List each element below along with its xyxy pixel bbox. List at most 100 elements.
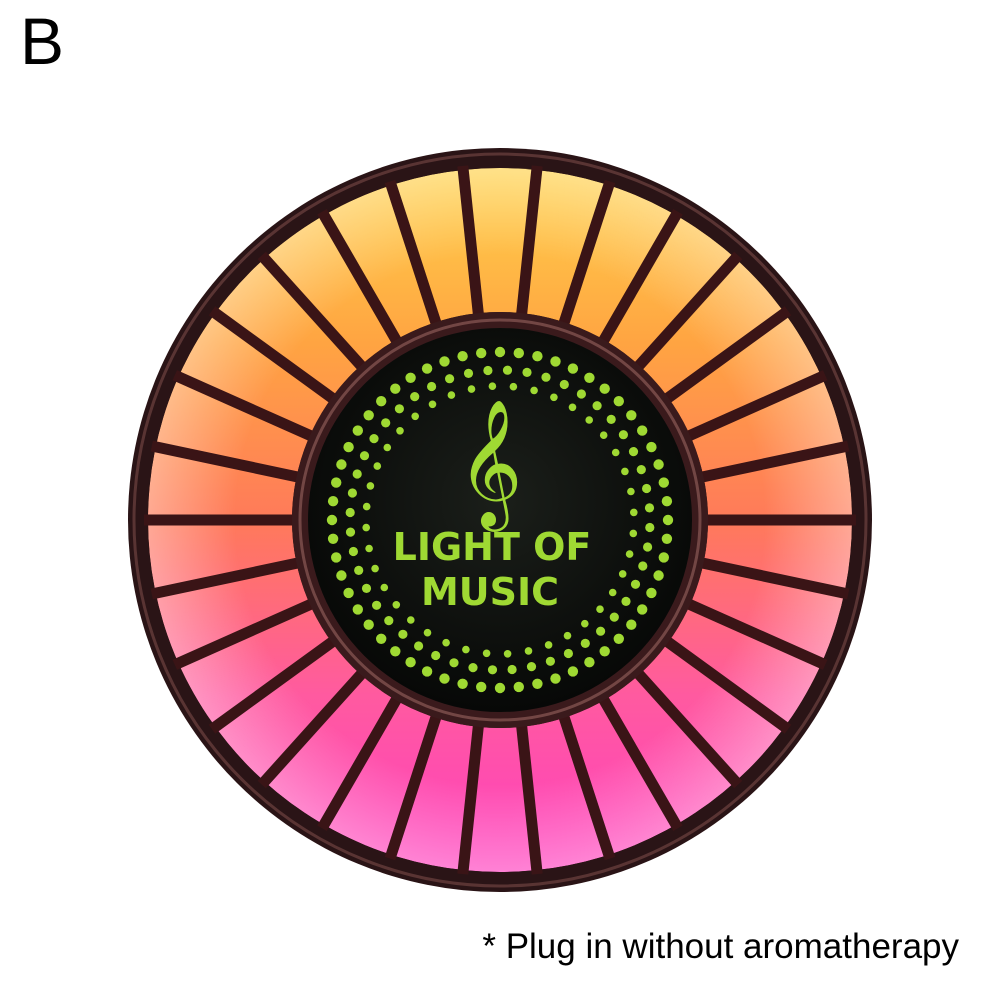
segment-divider [150,440,301,483]
screen-dot [390,646,401,657]
screen-dot [414,641,424,651]
screen-dot [482,649,491,658]
segment-dividers [144,165,856,875]
screen-dot [653,570,664,581]
screen-dot [661,533,673,544]
screen-dot [431,650,441,661]
screen-dot [354,565,364,576]
screen-dot [592,401,602,411]
screen-dot [626,619,637,630]
screen-dot [327,496,339,507]
screen-dot [637,425,648,436]
segment-divider [597,694,683,832]
screen-dot [476,347,487,359]
screen-dot [609,612,619,622]
screen-dot [411,412,420,421]
screen-dot [331,477,342,488]
segment-divider [699,440,850,483]
display-screen [308,328,692,712]
screen-dot [371,564,379,573]
screen-dot [541,372,551,382]
segment-divider [685,598,828,670]
screen-dot [376,396,387,407]
segment-divider [633,251,743,372]
screen-dot [599,431,608,440]
segment-divider [457,723,485,875]
screen-dot [457,678,468,689]
screen-dot [467,385,476,393]
screen-dot [445,374,455,384]
screen-dot [343,441,354,453]
segment-divider [172,370,315,442]
segment-divider [208,636,338,734]
screen-dot [643,542,653,552]
screen-dot [644,503,655,513]
screen-dot [621,596,631,607]
screen-dot [331,552,342,563]
segment-divider [515,165,543,317]
segment-divider [685,370,828,442]
screen-dot [630,579,641,589]
screen-dot [352,469,362,479]
screen-dot [530,386,538,395]
segment-divider [257,251,367,372]
screen-dot [447,391,456,399]
screen-dot [559,379,569,390]
screen-dot [637,604,648,615]
screen-dot [626,410,637,421]
screen-dot [621,467,629,476]
screen-dot [352,604,363,615]
segment-divider [317,208,403,346]
segment-divider [558,713,616,861]
screen-dot [483,365,493,376]
screen-dot [363,410,374,421]
segment-divider [515,723,543,875]
segment-divider [662,306,792,404]
segment-divider [558,179,616,327]
screen-text-line2: MUSIC [421,570,559,614]
segment-divider [699,557,850,600]
screen-dot [380,583,389,592]
screen-dot [662,514,674,526]
screen-dot [563,648,574,659]
screen-dot [545,656,556,666]
screen-dot [606,414,616,424]
screen-dot [584,372,595,383]
segment-divider [208,306,338,404]
screen-dot [372,600,382,610]
screen-dot [362,502,371,511]
screen-dot [343,587,354,599]
screen-dot [638,561,648,571]
treble-clef-icon: 𝄞 [457,398,522,532]
screen-dot [345,507,355,518]
screen-dot [567,666,579,677]
screen-dot [599,646,610,657]
screen-dot [345,527,356,537]
caption: * Plug in without aromatherapy [482,927,959,966]
screen-dot [550,673,561,684]
segment-divider [633,668,743,789]
screen-dot [653,459,664,470]
screen-dot [503,650,512,658]
screen-dot [405,657,416,668]
screen-dot [457,351,468,362]
screen-dot [563,631,572,640]
screen-dot [336,570,347,581]
screen-dot [369,434,379,444]
screen-text-line1: LIGHT OF [393,525,592,569]
screen-dot [376,633,387,644]
screen-dot [618,570,627,578]
screen-dot [348,546,358,557]
screen-dot [392,601,401,609]
screen-dot [427,381,437,392]
segment-divider [384,179,442,327]
screen-dot [398,629,408,639]
screen-dot [611,448,620,457]
screen-dot [513,347,524,359]
screen-dot [421,363,433,374]
screen-dot [390,383,401,394]
screen-dot [428,400,437,409]
screen-dot [629,529,638,538]
screen-dot [581,619,589,628]
